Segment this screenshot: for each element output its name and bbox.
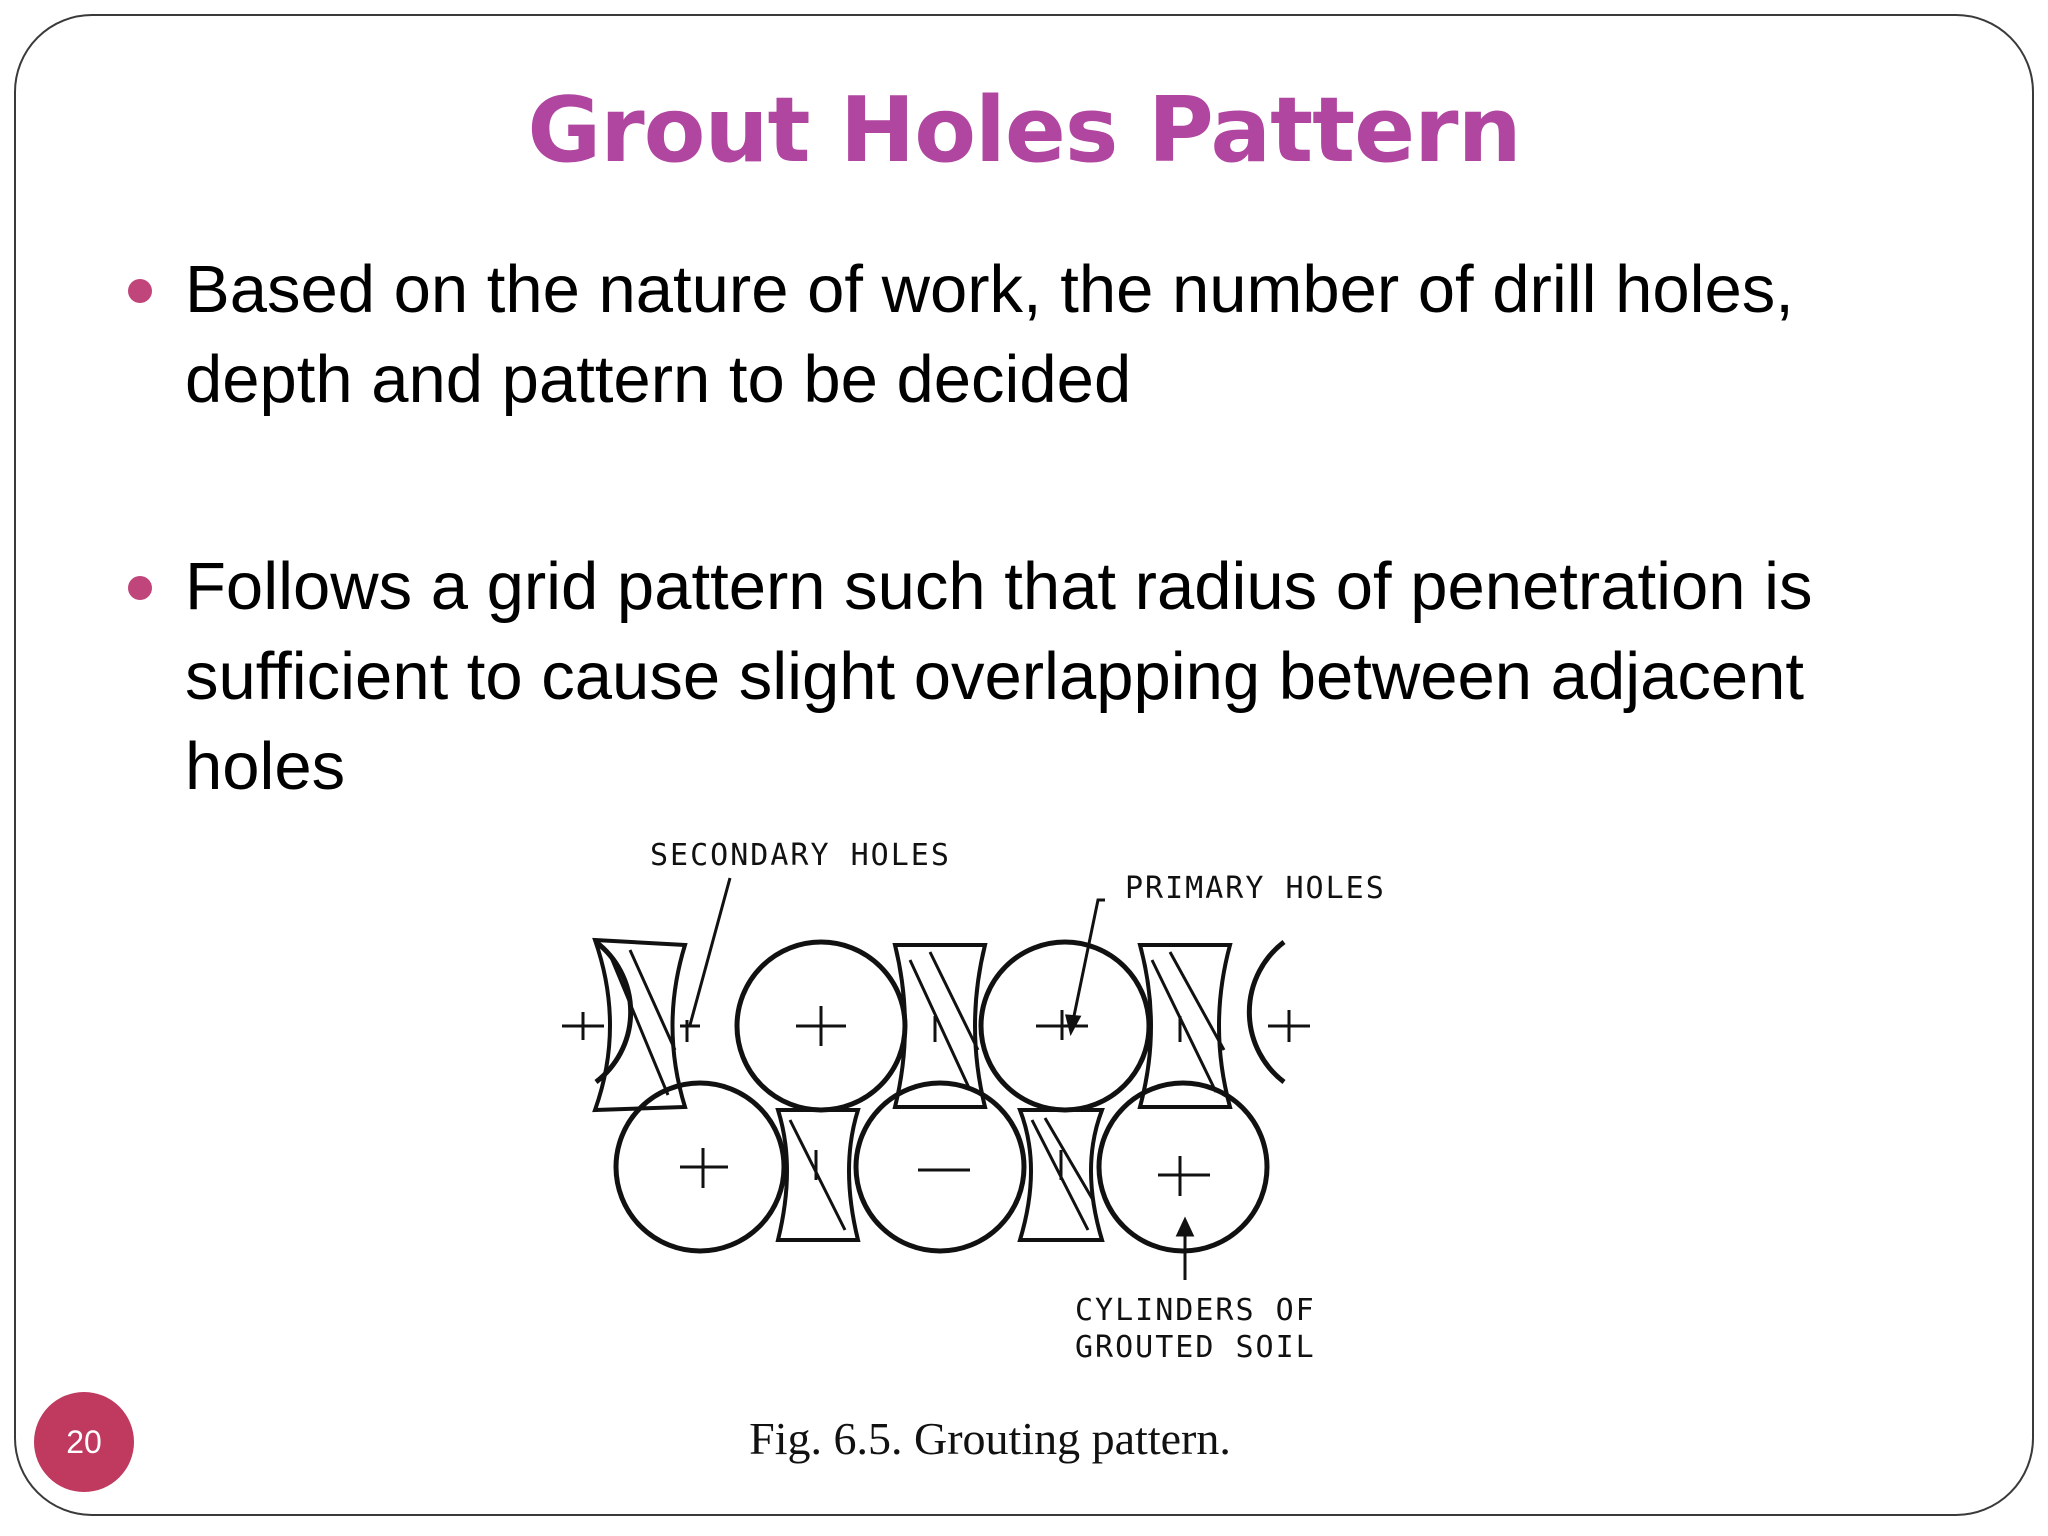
bullet-dot-icon [128,576,152,600]
bullet-item: Based on the nature of work, the number … [128,245,1965,425]
cylinder-bottom-2 [853,1080,1027,1254]
cylinder-right-partial [1246,940,1286,1084]
slide-frame [14,14,2034,1516]
figure-caption: Fig. 6.5. Grouting pattern. [749,1413,1231,1464]
grouting-pattern-figure: SECONDARY HOLES PRIMARY HOLES CYLINDERS … [540,820,1440,1480]
slide-title: Grout Holes Pattern [527,78,1521,183]
primary-holes-leader [1072,898,1105,1017]
cylinders-label-line2: GROUTED SOIL [1075,1330,1316,1365]
secondary-wedge-2 [892,943,988,1109]
page-number-badge: 20 [34,1392,134,1492]
cylinder-bottom-1 [613,1080,787,1254]
bullet-text: Based on the nature of work, the number … [185,252,1794,417]
secondary-wedge-1 [592,937,688,1113]
cylinder-bottom-3 [1096,1080,1270,1254]
bullet-item: Follows a grid pattern such that radius … [128,542,1965,812]
secondary-wedge-5 [1017,1108,1105,1242]
grouting-pattern-diagram: SECONDARY HOLES PRIMARY HOLES CYLINDERS … [562,838,1386,1365]
page-number: 20 [66,1423,102,1460]
cylinders-label-line1: CYLINDERS OF [1075,1293,1316,1328]
primary-holes-label: PRIMARY HOLES [1125,871,1386,906]
secondary-holes-leader [688,877,732,1026]
secondary-wedge-3 [1137,943,1233,1109]
bullet-dot-icon [128,279,152,303]
secondary-wedge-4 [775,1108,861,1242]
bullet-list: Based on the nature of work, the number … [128,245,1965,812]
secondary-holes-label: SECONDARY HOLES [650,838,951,873]
bullet-text: Follows a grid pattern such that radius … [185,549,1813,804]
